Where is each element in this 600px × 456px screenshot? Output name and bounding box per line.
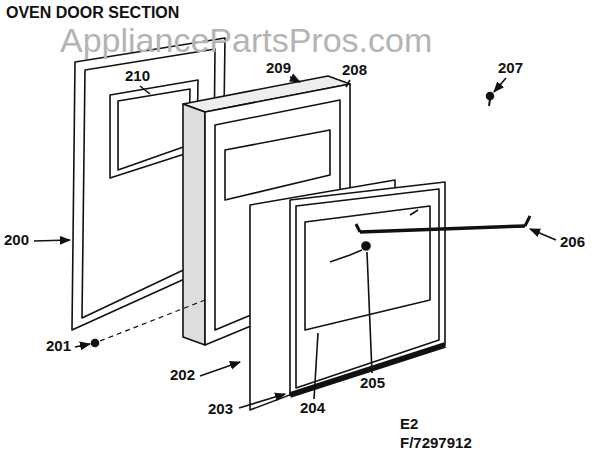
assembly-line — [100, 300, 205, 341]
callout-number: 208 — [342, 62, 367, 79]
window-pack-inner — [118, 89, 190, 170]
screw — [487, 93, 494, 100]
kick-strip — [290, 345, 445, 395]
leader-arrow — [200, 362, 240, 376]
callout-number: 207 — [498, 60, 523, 77]
callout-number: 209 — [266, 60, 291, 77]
leader-line — [367, 252, 372, 373]
frame-opening — [225, 130, 330, 200]
callout-number: 204 — [300, 400, 325, 417]
glass-mark — [330, 250, 362, 262]
callout-number: 210 — [125, 68, 150, 85]
door-handle — [360, 226, 525, 232]
callout-number: E2 — [400, 416, 418, 433]
leader-line — [314, 333, 318, 399]
leader-arrow — [530, 229, 556, 240]
leader-arrow — [75, 344, 90, 347]
screw-shank — [489, 99, 490, 106]
callout-number: 201 — [46, 338, 71, 355]
callout-number: 205 — [360, 375, 385, 392]
front-panel — [290, 182, 445, 395]
callout-number: 200 — [4, 232, 29, 249]
screw — [92, 340, 99, 347]
callout-number: 202 — [170, 367, 195, 384]
frame-side — [183, 104, 205, 345]
leader-arrow — [34, 240, 70, 241]
hole — [362, 242, 370, 250]
drawing-number: F/7297912 — [400, 435, 472, 452]
callout-number: 206 — [560, 234, 585, 251]
leader-line — [346, 80, 350, 87]
callout-number: 203 — [208, 401, 233, 418]
leader-arrow — [239, 394, 285, 408]
front-panel-border — [296, 189, 439, 388]
glass-mark — [410, 210, 418, 215]
leader-arrow — [494, 78, 506, 92]
leader-line — [140, 86, 150, 94]
diagram-title: OVEN DOOR SECTION — [6, 4, 179, 22]
watermark: AppliancePartsPros.com — [60, 22, 432, 59]
handle-end — [356, 216, 530, 232]
leader-arrow — [290, 77, 300, 82]
